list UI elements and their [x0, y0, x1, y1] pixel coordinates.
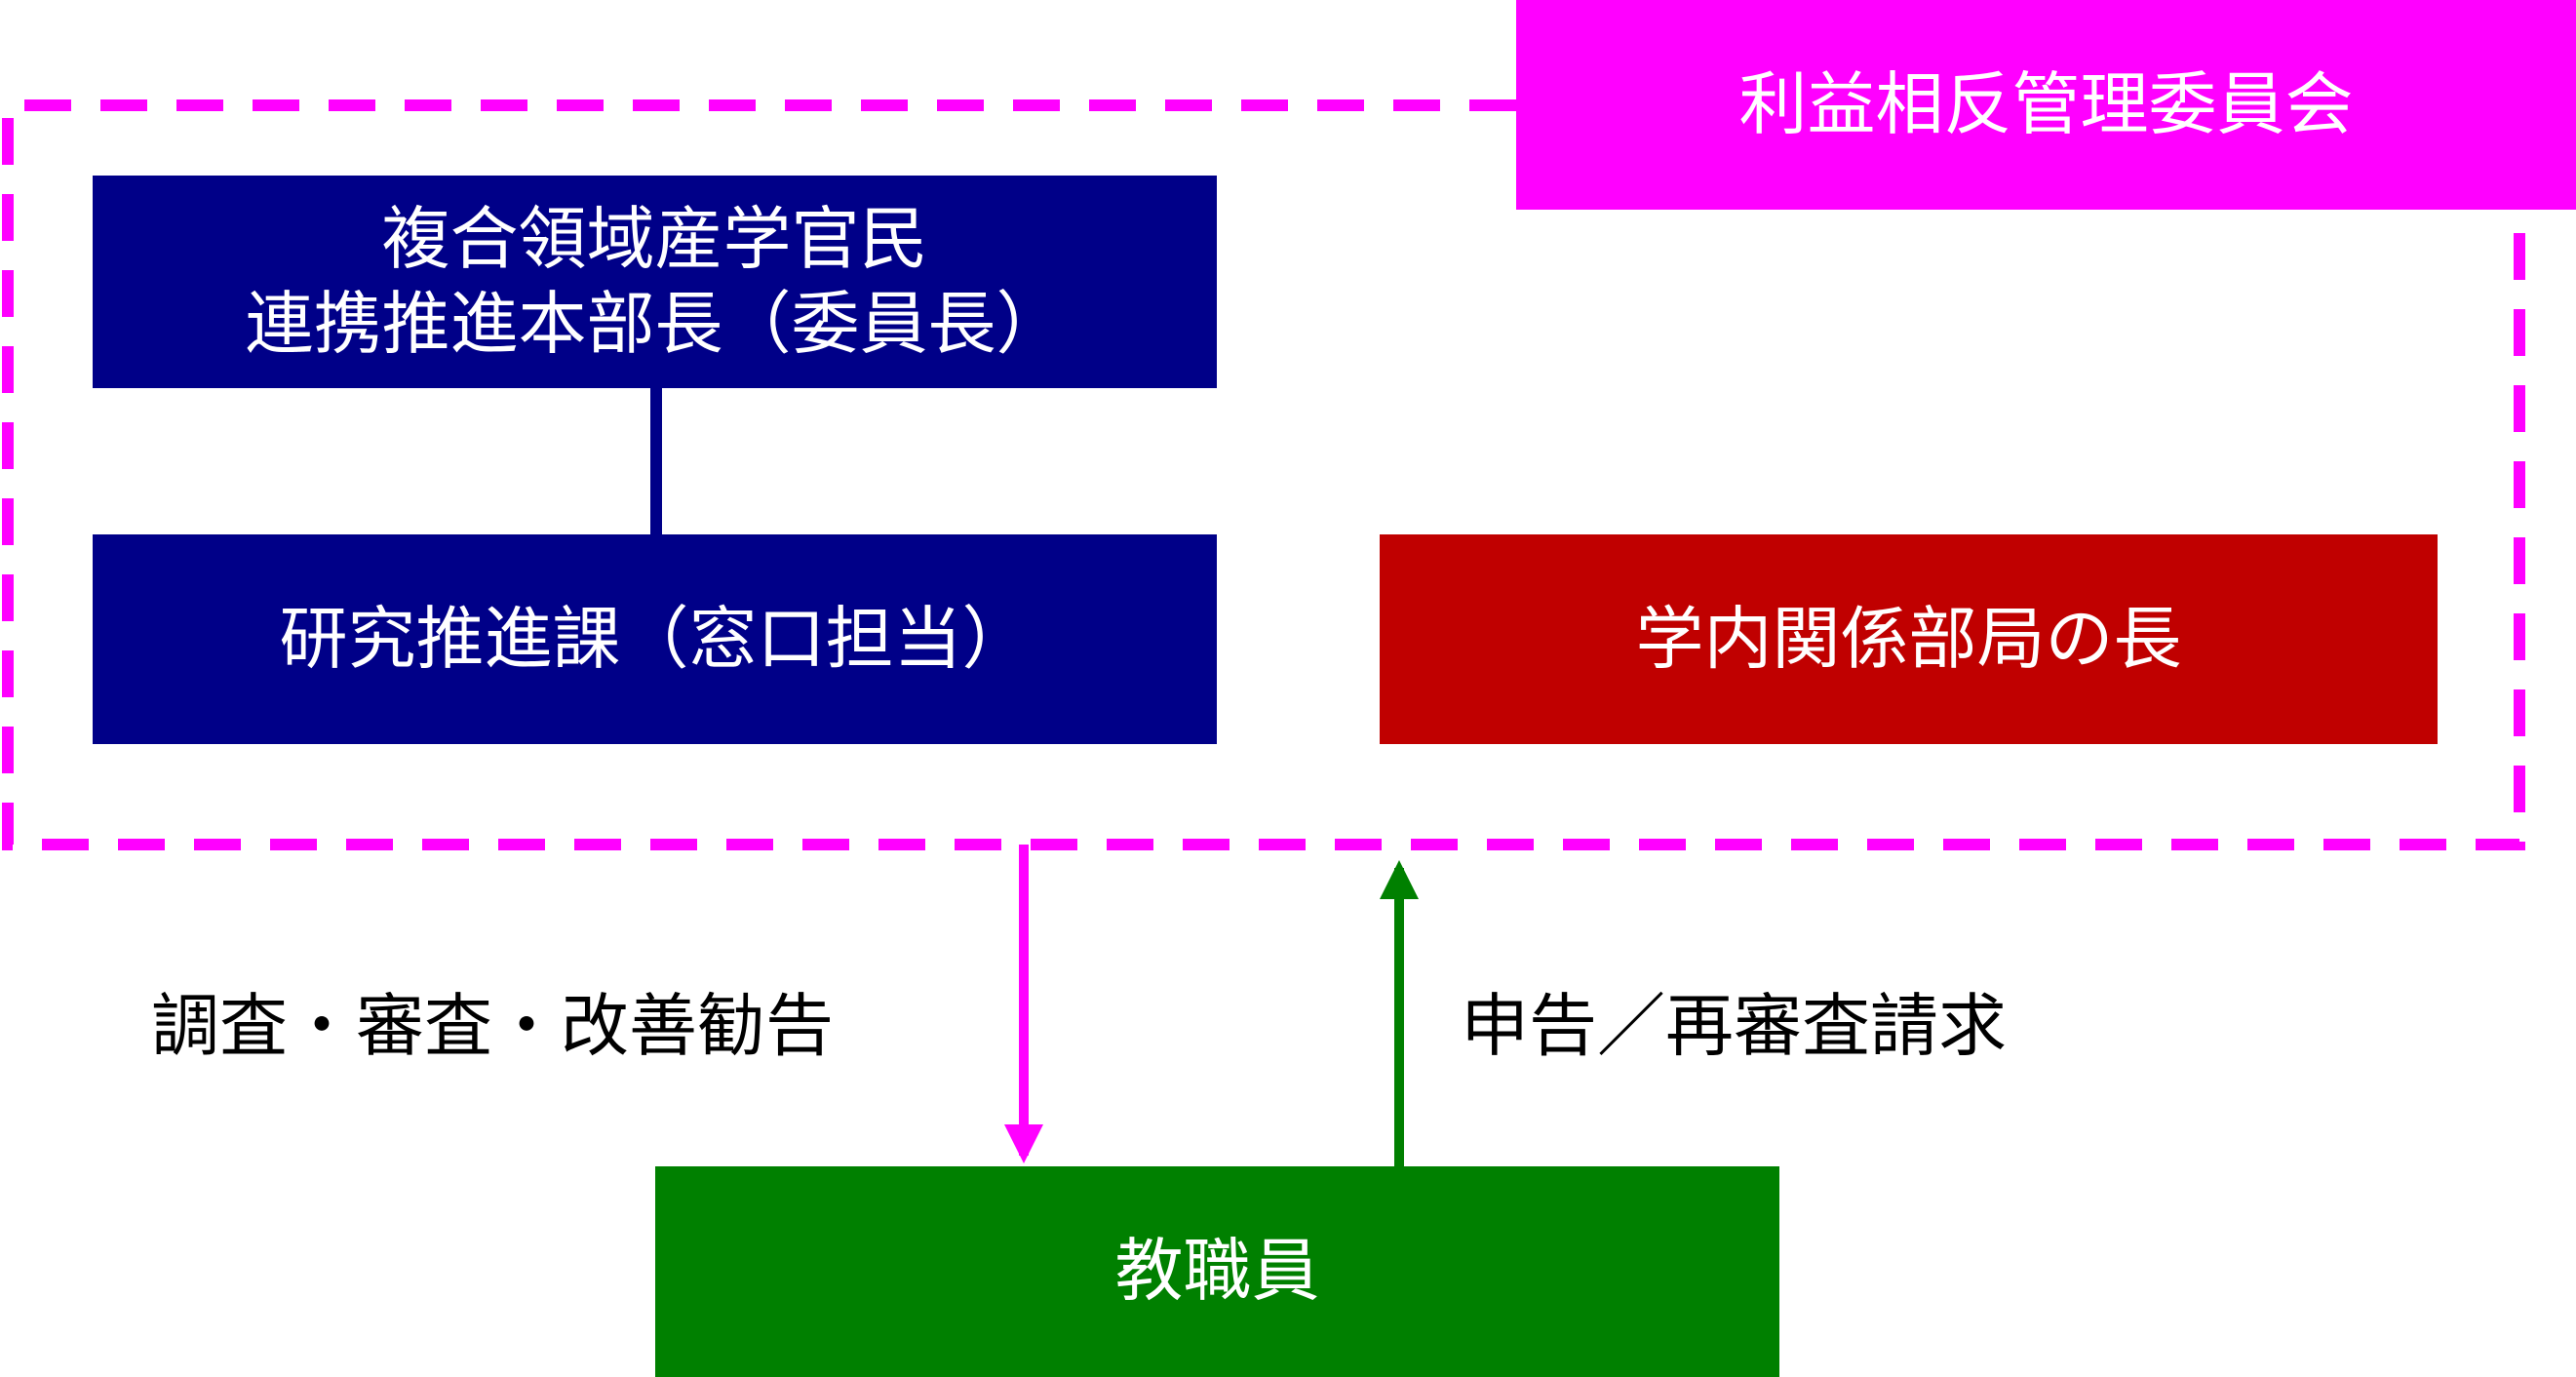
staff-label: 教職員	[1114, 1231, 1320, 1312]
committee-boundary	[2, 99, 2525, 850]
committee-title-box: 利益相反管理委員会	[1516, 0, 2576, 210]
office-box: 研究推進課（窓口担当）	[93, 534, 1217, 744]
edge-label-to-committee: 申告／再審査請求	[1461, 986, 2007, 1066]
edge-label-to-staff: 調査・審査・改善勧告	[151, 986, 834, 1066]
committee-title: 利益相反管理委員会	[1738, 63, 2354, 144]
chair-box: 複合領域産学官民 連携推進本部長（委員長）	[93, 176, 1217, 388]
chair-label-line1: 複合領域産学官民	[381, 198, 928, 279]
chair-label-line2: 連携推進本部長（委員長）	[245, 284, 1065, 364]
dept-heads-label: 学内関係部局の長	[1635, 598, 2182, 679]
staff-box: 教職員	[655, 1166, 1779, 1377]
office-label: 研究推進課（窓口担当）	[279, 598, 1031, 679]
dept-heads-box: 学内関係部局の長	[1380, 534, 2438, 744]
